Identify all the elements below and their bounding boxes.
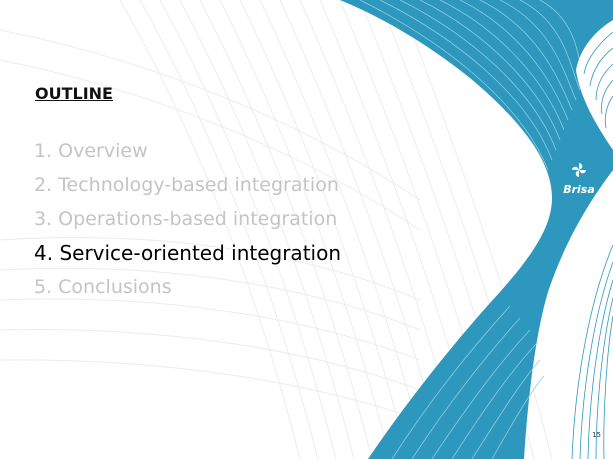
outline-item-overview: 1. Overview xyxy=(34,140,148,162)
outline-item-service-oriented: 4. Service-oriented integration xyxy=(34,241,342,265)
slide-title: OUTLINE xyxy=(35,84,113,103)
outline-item-operations-based: 3. Operations-based integration xyxy=(34,208,338,230)
outline-list: 1. Overview 2. Technology-based integrat… xyxy=(34,134,341,304)
outline-item-conclusions: 5. Conclusions xyxy=(34,276,172,298)
brisa-logo-text: Brisa xyxy=(563,183,595,196)
brisa-logo: Brisa xyxy=(559,162,599,196)
brisa-logo-icon xyxy=(572,163,586,177)
page-number: 15 xyxy=(592,431,601,439)
outline-item-technology-based: 2. Technology-based integration xyxy=(34,174,339,196)
